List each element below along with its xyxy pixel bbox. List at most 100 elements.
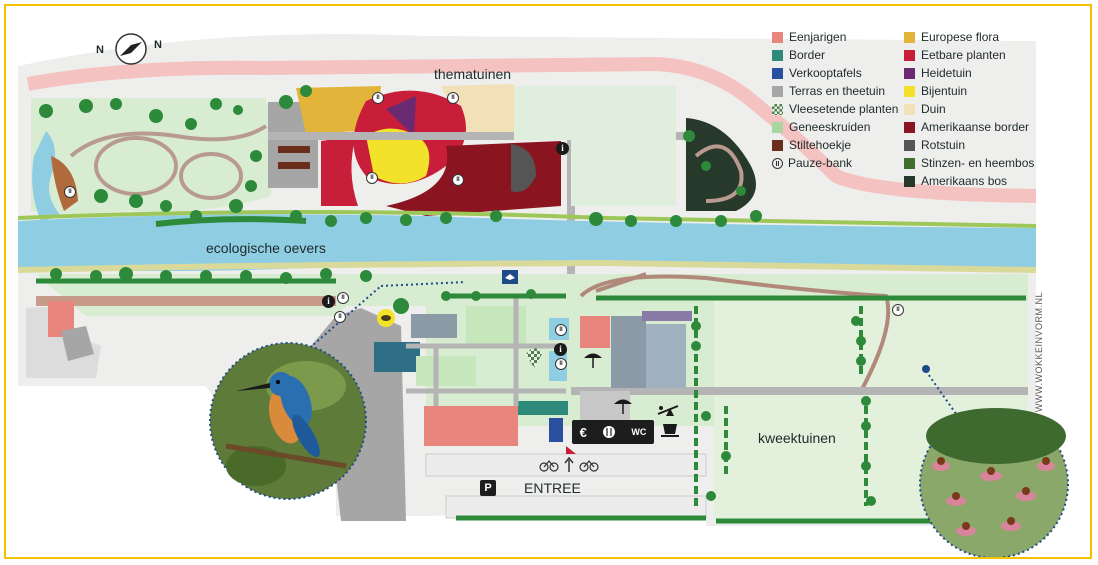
legend-label: Stinzen- en heembos <box>921 156 1035 170</box>
pink-perimeter-path <box>26 56 1037 203</box>
bicycle-icon-2 <box>579 460 599 472</box>
legend-swatch <box>904 121 915 133</box>
legend-item: Eenjarigen <box>772 28 898 46</box>
carnivorous-plants <box>526 346 542 368</box>
legend-label: Duin <box>921 102 946 116</box>
bench-8[interactable]: II <box>555 324 567 336</box>
rock-garden <box>511 144 536 192</box>
legend-swatch <box>772 121 783 133</box>
compass-north-left: N <box>96 44 104 56</box>
umbrella-icon-2 <box>614 399 632 414</box>
bench-7[interactable]: II <box>334 311 346 323</box>
legend-swatch <box>772 67 783 79</box>
greenhouse-1 <box>611 316 646 388</box>
info-point-central[interactable]: i <box>554 343 567 356</box>
legend-item: Rotstuin <box>904 136 1034 154</box>
river <box>18 214 1036 271</box>
bee-garden <box>366 128 430 184</box>
legend-label: Geneeskruiden <box>789 120 871 134</box>
bench-10[interactable]: II <box>892 304 904 316</box>
river-bank-north <box>17 210 1037 228</box>
brown-path-curve2 <box>595 272 647 293</box>
legend-item: II Pauze-bank <box>772 154 898 172</box>
umbrella-icon <box>584 353 602 368</box>
compass-icon <box>115 33 147 65</box>
river-bank-south <box>17 259 1037 273</box>
bench-3[interactable]: II <box>366 172 378 184</box>
edible-plants-west <box>321 136 358 206</box>
legend-swatch <box>772 31 783 43</box>
info-point-north[interactable]: i <box>556 142 569 155</box>
bench-6[interactable]: II <box>337 292 349 304</box>
tree-group <box>39 85 876 506</box>
herb-bed-2 <box>416 356 476 386</box>
legend-label: Border <box>789 48 826 62</box>
legend-swatch <box>904 157 915 169</box>
legend-item: Vleesetende planten <box>772 100 898 118</box>
legend-label: Terras en theetuin <box>789 84 886 98</box>
western-structure <box>26 306 101 378</box>
heath-garden <box>386 96 416 136</box>
bench-4[interactable]: II <box>452 174 464 186</box>
bench-2[interactable]: II <box>447 92 459 104</box>
restaurant-icon <box>603 426 616 438</box>
legend-item: Amerikaans bos <box>904 172 1034 190</box>
label-entree: ENTREE <box>524 480 581 496</box>
hedge-north-grass <box>155 216 307 227</box>
facilities-block[interactable]: € WC <box>572 420 654 444</box>
kweektuinen-marker <box>922 365 930 373</box>
legend-swatch <box>772 49 783 61</box>
parking-area <box>425 453 707 477</box>
leader-line-kingfisher-2 <box>380 281 467 287</box>
legend-swatch <box>904 175 915 187</box>
legend-item: Terras en theetuin <box>772 82 898 100</box>
teacup-icon <box>661 424 679 437</box>
coneflower-photo <box>919 408 1069 557</box>
legend-label: Verkooptafels <box>789 66 862 80</box>
legend-label: Eetbare planten <box>921 48 1006 62</box>
legend-item: Heidetuin <box>904 64 1034 82</box>
legend-item: Geneeskruiden <box>772 118 898 136</box>
legend-swatch <box>904 103 915 115</box>
label-thematuinen: thematuinen <box>434 66 512 82</box>
legend-item: Amerikaanse border <box>904 118 1034 136</box>
legend-swatch <box>772 103 783 115</box>
pale-area-east <box>514 86 676 206</box>
border-bed <box>518 401 568 415</box>
label-ecologische-oevers: ecologische oevers <box>206 240 326 256</box>
legend-item: Bijentuin <box>904 82 1034 100</box>
credit-text: WWW.WOKKEINVORM.NL <box>1034 292 1044 412</box>
annuals-bed-2 <box>472 406 518 446</box>
legend-label: Bijentuin <box>921 84 968 98</box>
kingfisher-photo <box>209 342 367 500</box>
legend-label: Heidetuin <box>921 66 972 80</box>
bench-5[interactable]: II <box>64 186 76 198</box>
legend-label: Eenjarigen <box>789 30 847 44</box>
greenhouse-2 <box>646 324 686 388</box>
legend-swatch <box>772 139 783 151</box>
euro-symbol: € <box>579 424 587 440</box>
legend-label: Europese flora <box>921 30 1000 44</box>
legend-swatch <box>904 31 915 43</box>
terrace-right <box>580 316 610 348</box>
legend-item: Stinzen- en heembos <box>904 154 1034 172</box>
circular-path-east <box>179 152 243 200</box>
info-point-west[interactable]: i <box>322 295 335 308</box>
label-kweektuinen: kweektuinen <box>758 430 836 446</box>
legend-item: Stiltehoekje <box>772 136 898 154</box>
legend-swatch <box>772 85 783 97</box>
legend-label: Pauze-bank <box>788 156 853 170</box>
parking-sign[interactable]: P <box>480 480 496 496</box>
bench-1[interactable]: II <box>372 92 384 104</box>
parking-lower <box>445 495 707 519</box>
bench-icon: II <box>772 157 783 169</box>
legend-item: Duin <box>904 100 1034 118</box>
forest-path <box>694 144 744 203</box>
western-tower <box>61 326 94 361</box>
bench-9[interactable]: II <box>555 358 567 370</box>
legend-swatch <box>904 139 915 151</box>
bird-hide-icon <box>502 270 518 284</box>
legend-label: Amerikaans bos <box>921 174 1008 188</box>
